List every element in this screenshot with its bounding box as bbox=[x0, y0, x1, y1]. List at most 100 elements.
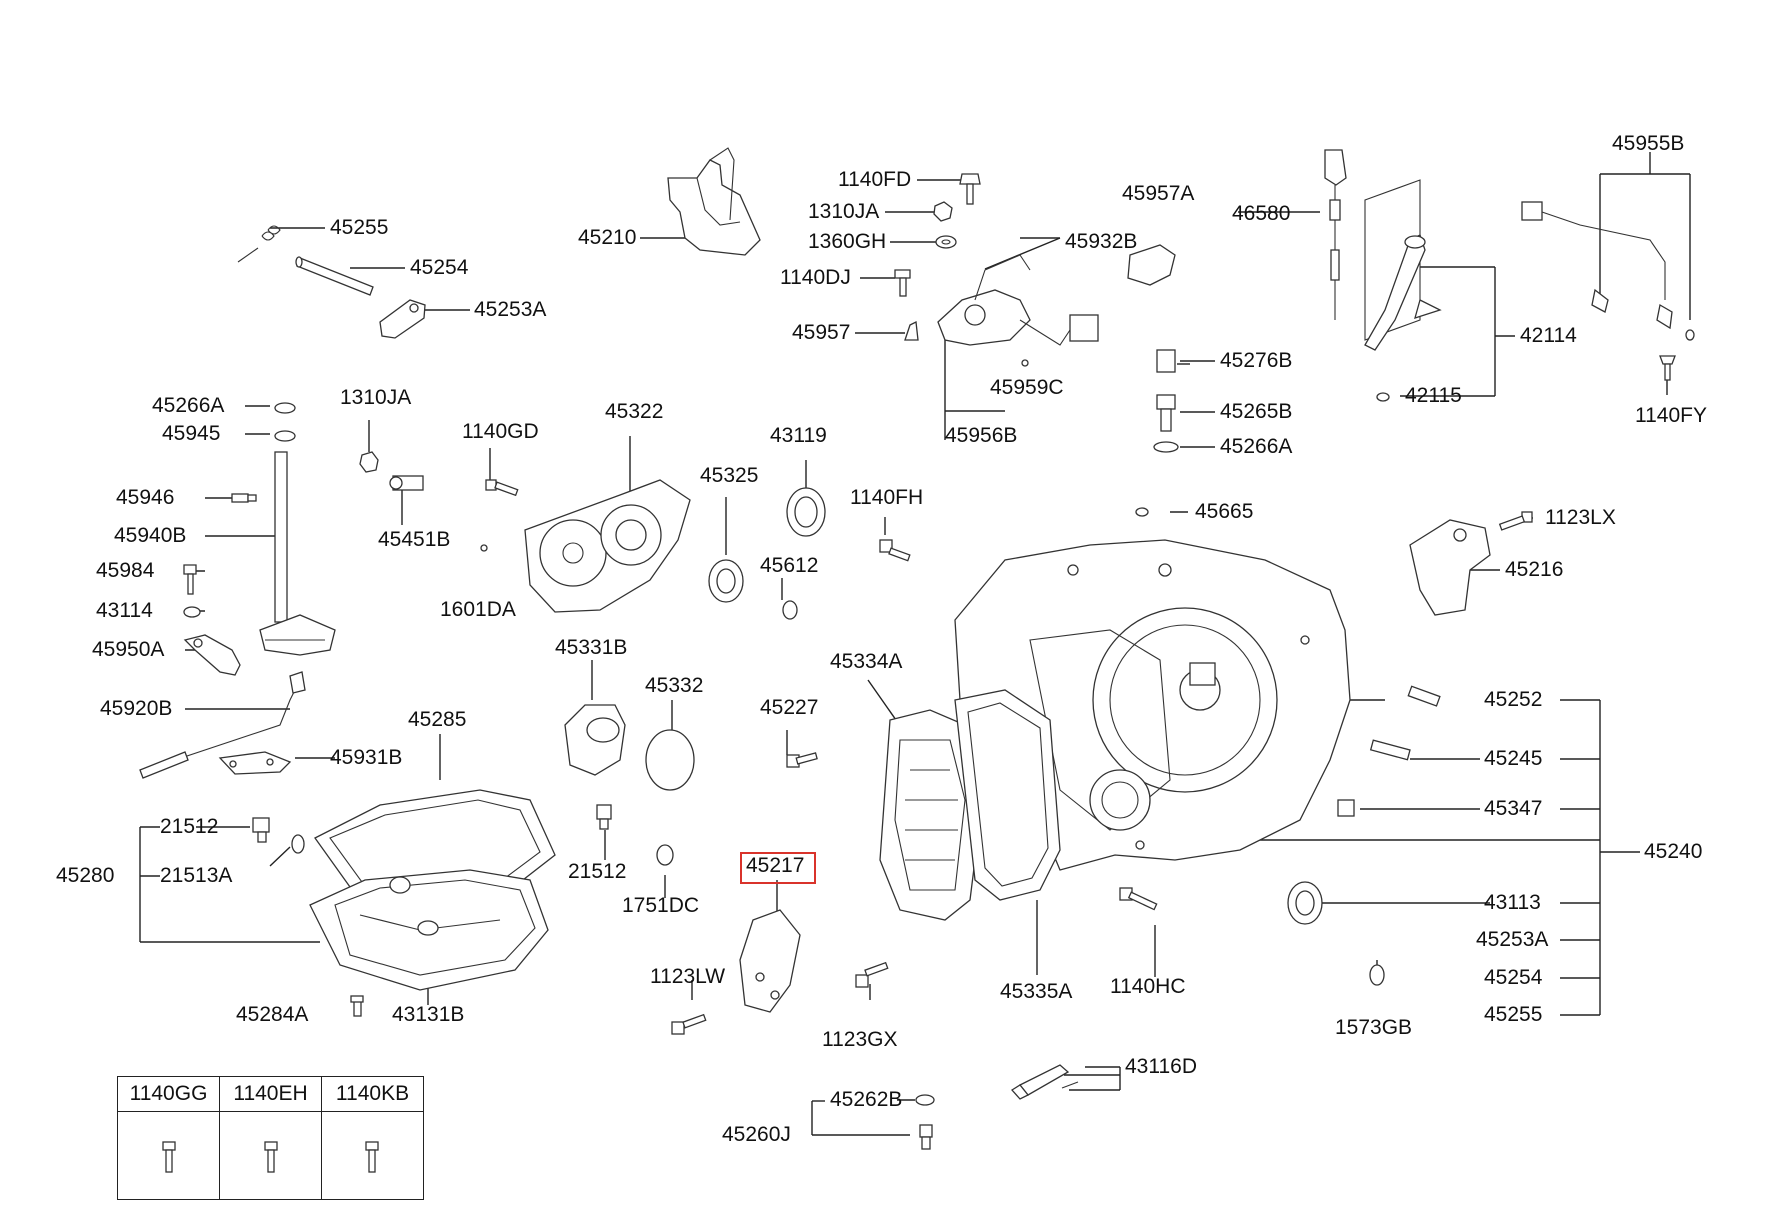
part-1360GH-washer bbox=[935, 235, 957, 249]
part-1123GX-bolt bbox=[855, 961, 889, 988]
part-label-45252[interactable]: 45252 bbox=[1484, 688, 1543, 711]
part-label-42115[interactable]: 42115 bbox=[1405, 384, 1462, 407]
part-label-42114[interactable]: 42114 bbox=[1520, 324, 1577, 347]
part-45245-bolt bbox=[1369, 739, 1411, 761]
part-label-45932B[interactable]: 45932B bbox=[1065, 230, 1138, 253]
part-label-1360GH[interactable]: 1360GH bbox=[808, 230, 887, 253]
part-45612-ring bbox=[782, 600, 798, 620]
part-45984-bolt bbox=[183, 564, 197, 595]
part-label-45254[interactable]: 45254 bbox=[1484, 966, 1543, 989]
part-label-1140HC[interactable]: 1140HC bbox=[1110, 975, 1186, 998]
part-label-45227[interactable]: 45227 bbox=[760, 696, 819, 719]
part-45266A-oring-right bbox=[1153, 441, 1179, 453]
part-label-1140FY[interactable]: 1140FY bbox=[1635, 404, 1707, 427]
part-label-45331B[interactable]: 45331B bbox=[555, 636, 628, 659]
part-label-45266A[interactable]: 45266A bbox=[152, 394, 225, 417]
part-45254-pin bbox=[295, 256, 374, 296]
part-label-45260J[interactable]: 45260J bbox=[722, 1123, 791, 1146]
part-label-45931B[interactable]: 45931B bbox=[330, 746, 403, 769]
part-label-45262B[interactable]: 45262B bbox=[830, 1088, 903, 1111]
part-45322-cover bbox=[524, 479, 691, 613]
part-1573GB-ring bbox=[1369, 964, 1385, 986]
part-label-45451B[interactable]: 45451B bbox=[378, 528, 451, 551]
bolt-table-header: 1140KB bbox=[322, 1077, 423, 1112]
part-label-45335A[interactable]: 45335A bbox=[1000, 980, 1073, 1003]
part-label-45266A[interactable]: 45266A bbox=[1220, 435, 1293, 458]
part-label-1123LW[interactable]: 1123LW bbox=[650, 965, 726, 988]
bolt-table-col-2[interactable]: 1140EH bbox=[220, 1077, 322, 1199]
part-label-1140GD[interactable]: 1140GD bbox=[462, 420, 539, 443]
bolt-table-header: 1140GG bbox=[118, 1077, 219, 1112]
part-45950A-bracket bbox=[183, 634, 241, 676]
part-45260J-bolt bbox=[919, 1124, 933, 1150]
part-label-1140FH[interactable]: 1140FH bbox=[850, 486, 924, 509]
part-label-45276B[interactable]: 45276B bbox=[1220, 349, 1293, 372]
part-21512-drain-plug bbox=[252, 817, 270, 843]
part-label-45959C[interactable]: 45959C bbox=[990, 376, 1064, 399]
part-label-45347[interactable]: 45347 bbox=[1484, 797, 1543, 820]
part-label-45950A[interactable]: 45950A bbox=[92, 638, 165, 661]
part-label-45216[interactable]: 45216 bbox=[1505, 558, 1564, 581]
part-label-1140FD[interactable]: 1140FD bbox=[838, 168, 912, 191]
part-label-1601DA[interactable]: 1601DA bbox=[440, 598, 516, 621]
part-1140FD-bolt bbox=[959, 173, 981, 205]
part-label-45955B[interactable]: 45955B bbox=[1612, 132, 1685, 155]
part-label-1751DC[interactable]: 1751DC bbox=[622, 894, 700, 917]
part-label-45322[interactable]: 45322 bbox=[605, 400, 664, 423]
part-label-45332[interactable]: 45332 bbox=[645, 674, 704, 697]
part-45216-bracket bbox=[1409, 519, 1491, 616]
leader-lines bbox=[139, 152, 1691, 1136]
part-label-45280[interactable]: 45280 bbox=[56, 864, 115, 887]
part-label-45253A[interactable]: 45253A bbox=[474, 298, 547, 321]
part-label-45940B[interactable]: 45940B bbox=[114, 524, 187, 547]
part-label-43114[interactable]: 43114 bbox=[96, 599, 153, 622]
part-label-43113[interactable]: 43113 bbox=[1484, 891, 1541, 914]
bolt-table-col-3[interactable]: 1140KB bbox=[322, 1077, 423, 1199]
part-label-1310JA[interactable]: 1310JA bbox=[340, 386, 412, 409]
part-label-45255[interactable]: 45255 bbox=[1484, 1003, 1543, 1026]
part-45347-plug bbox=[1337, 799, 1355, 817]
part-43113-seal bbox=[1287, 881, 1323, 925]
part-label-45240[interactable]: 45240 bbox=[1644, 840, 1703, 863]
part-label-46580[interactable]: 46580 bbox=[1232, 202, 1291, 225]
part-label-45946[interactable]: 45946 bbox=[116, 486, 175, 509]
part-label-21512[interactable]: 21512 bbox=[160, 815, 219, 838]
part-label-43131B[interactable]: 43131B bbox=[392, 1003, 465, 1026]
part-label-45920B[interactable]: 45920B bbox=[100, 697, 173, 720]
part-label-45245[interactable]: 45245 bbox=[1484, 747, 1543, 770]
part-label-45957[interactable]: 45957 bbox=[792, 321, 851, 344]
part-label-45217-highlighted[interactable]: 45217 bbox=[746, 854, 805, 877]
part-label-45984[interactable]: 45984 bbox=[96, 559, 155, 582]
highlight-box bbox=[740, 852, 816, 884]
part-label-45253A[interactable]: 45253A bbox=[1476, 928, 1549, 951]
part-label-21512[interactable]: 21512 bbox=[568, 860, 627, 883]
part-label-43119[interactable]: 43119 bbox=[770, 424, 827, 447]
part-label-45284A[interactable]: 45284A bbox=[236, 1003, 309, 1026]
part-label-45956B[interactable]: 45956B bbox=[945, 424, 1018, 447]
part-label-45325[interactable]: 45325 bbox=[700, 464, 759, 487]
part-label-45265B[interactable]: 45265B bbox=[1220, 400, 1293, 423]
part-label-45612[interactable]: 45612 bbox=[760, 554, 819, 577]
part-label-1123LX[interactable]: 1123LX bbox=[1545, 506, 1616, 529]
part-21512-plug-b bbox=[596, 804, 612, 830]
part-45255-spring bbox=[237, 225, 281, 263]
part-label-45665[interactable]: 45665 bbox=[1195, 500, 1254, 523]
part-45276B-plug bbox=[1156, 349, 1176, 373]
table-bolts bbox=[162, 1141, 379, 1173]
part-label-45285[interactable]: 45285 bbox=[408, 708, 467, 731]
part-label-45334A[interactable]: 45334A bbox=[830, 650, 903, 673]
part-label-45254[interactable]: 45254 bbox=[410, 256, 469, 279]
part-label-21513A[interactable]: 21513A bbox=[160, 864, 233, 887]
part-label-1123GX[interactable]: 1123GX bbox=[822, 1028, 898, 1051]
bolt-table-col-1[interactable]: 1140GG bbox=[118, 1077, 220, 1199]
part-label-45945[interactable]: 45945 bbox=[162, 422, 221, 445]
part-45265B-fitting bbox=[1156, 394, 1176, 432]
part-1123LW-bolt bbox=[671, 1013, 707, 1035]
part-label-1310JA[interactable]: 1310JA bbox=[808, 200, 880, 223]
part-label-1573GB[interactable]: 1573GB bbox=[1335, 1016, 1413, 1039]
part-label-45210[interactable]: 45210 bbox=[578, 226, 637, 249]
part-label-1140DJ[interactable]: 1140DJ bbox=[780, 266, 851, 289]
part-label-43116D[interactable]: 43116D bbox=[1125, 1055, 1198, 1078]
part-label-45255[interactable]: 45255 bbox=[330, 216, 389, 239]
part-label-45957A[interactable]: 45957A bbox=[1122, 182, 1195, 205]
